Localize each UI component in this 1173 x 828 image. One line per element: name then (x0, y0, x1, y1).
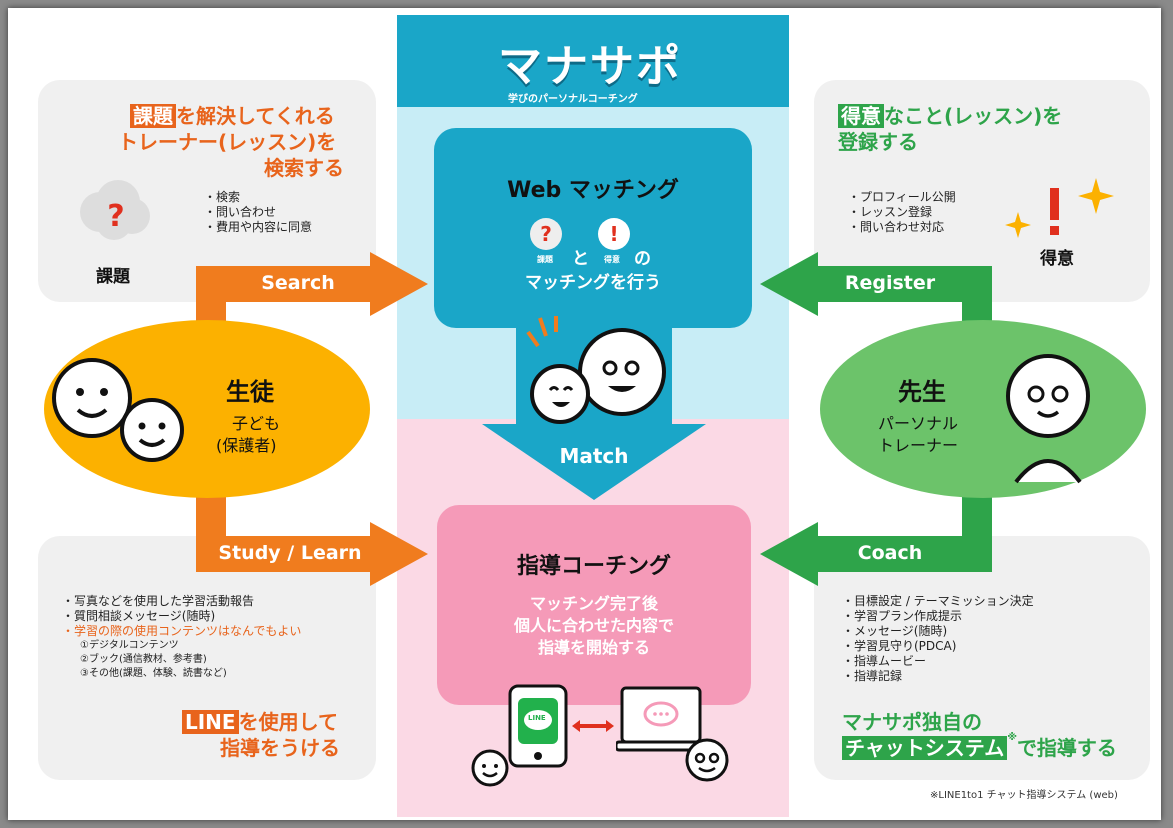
left-top-panel (38, 80, 376, 302)
question-cloud-icon: ? (80, 180, 150, 240)
coach-label: Coach (857, 542, 923, 564)
search-label: Search (261, 272, 335, 294)
list-subitem: ②ブック(通信教材、参考書) (80, 654, 207, 665)
chat-system-highlight: チャットシステム (842, 736, 1008, 760)
list-item: ・プロフィール公開 (848, 190, 956, 204)
badge-tokui-label: 得意 (604, 255, 620, 264)
search-arrow (196, 252, 428, 332)
list-item: ・学習の際の使用コンテンツはなんでもよい (62, 624, 302, 638)
list-item: ・検索 (204, 190, 241, 204)
logo-title: マナサポ (498, 41, 682, 92)
student-people-icon (52, 358, 184, 462)
right-bottom-footer-2: チャットシステム※で指導する (842, 732, 1117, 761)
student-line-2: (保護者) (216, 436, 277, 455)
list-item: ・写真などを使用した学習活動報告 (62, 594, 255, 608)
list-item: ・質問相談メッセージ(随時) (62, 609, 216, 623)
left-top-icon-label: 課題 (96, 267, 130, 287)
teacher-title: 先生 (898, 378, 946, 406)
list-item: ・費用や内容に同意 (204, 220, 313, 234)
web-matching-box (434, 128, 752, 328)
web-matching-title: Web マッチング (507, 178, 679, 203)
study-arrow (196, 490, 428, 586)
teacher-line-1: パーソナル (878, 414, 959, 433)
right-bottom-footer-1: マナサポ独自の (842, 710, 982, 734)
list-item: ・指導ムービー (842, 654, 927, 668)
left-top-heading-3: 検索する (264, 156, 344, 180)
list-subitem: ①デジタルコンテンツ (80, 640, 179, 651)
teacher-icon (1006, 354, 1090, 484)
logo-band (397, 15, 789, 107)
logo-subtitle: 学びのパーソナルコーチング (508, 94, 638, 105)
left-top-list: ・検索 ・問い合わせ ・費用や内容に同意 (204, 190, 312, 235)
student-line-1: 子ども (232, 414, 281, 433)
coaching-box (437, 505, 751, 705)
badge-kadai-label: 課題 (537, 255, 553, 264)
teacher-line-2: トレーナー (878, 436, 959, 455)
left-bottom-footer-rest: を使用して (238, 710, 338, 734)
coach-arrow (760, 490, 992, 586)
line-phone-icon (508, 684, 568, 768)
left-bottom-panel (38, 536, 376, 780)
footnote: ※LINE1to1 チャット指導システム (web) (930, 790, 1118, 801)
right-top-list: ・プロフィール公開 ・レッスン登録 ・問い合わせ対応 (848, 190, 956, 235)
line-highlight: LINE (182, 710, 239, 734)
left-top-heading-highlight: 課題 (130, 104, 176, 128)
double-arrow-icon (572, 720, 614, 732)
right-top-icon-label: 得意 (1040, 249, 1074, 269)
register-label: Register (844, 272, 936, 294)
right-top-heading-rest: なこと(レッスン)を (884, 104, 1063, 128)
teacher-ellipse (820, 320, 1146, 498)
list-item: ・学習プラン作成提示 (842, 609, 963, 623)
coaching-line-1: マッチング完了後 (529, 594, 658, 613)
left-bottom-list: ・写真などを使用した学習活動報告 ・質問相談メッセージ(随時) ・学習の際の使用… (62, 594, 301, 681)
match-label: Match (559, 444, 629, 468)
list-item: ・問い合わせ (204, 205, 277, 219)
list-item: ・問い合わせ対応 (848, 220, 945, 234)
right-top-heading-1: 得意なこと(レッスン)を (838, 100, 1062, 129)
left-top-heading-rest: を解決してくれる (176, 104, 335, 128)
center-top-no: の (634, 249, 651, 269)
left-top-heading-2: トレーナー(レッスン)を (118, 130, 337, 154)
svg-text:?: ? (107, 199, 124, 234)
line-app-label: LINE (528, 714, 546, 722)
right-bottom-footer-rest: で指導する (1016, 736, 1117, 760)
list-item: ・メッセージ(随時) (842, 624, 948, 638)
exclamation-cloud-icon: ! (598, 218, 630, 250)
list-item: ・学習見守り(PDCA) (842, 639, 957, 653)
coaching-title: 指導コーチング (516, 554, 671, 579)
list-subitem: ③その他(課題、体験、読書など) (80, 668, 227, 679)
footnote-mark: ※ (1007, 732, 1017, 743)
sparkle-exclamation-icon (1005, 178, 1114, 238)
left-top-heading-1: 課題を解決してくれる (130, 100, 335, 129)
register-arrow (760, 252, 992, 332)
small-teacher-icon (685, 738, 729, 782)
student-title: 生徒 (226, 378, 274, 406)
svg-text:?: ? (540, 222, 552, 246)
matched-people-icon (526, 316, 666, 424)
laptop-chat-icon (616, 686, 706, 752)
study-learn-label: Study / Learn (218, 542, 362, 564)
svg-text:!: ! (609, 222, 618, 246)
coaching-line-3: 指導を開始する (537, 638, 650, 657)
right-top-heading-2: 登録する (838, 130, 918, 154)
center-top-to: と (572, 249, 589, 269)
list-item: ・レッスン登録 (848, 205, 933, 219)
left-bottom-footer-2: 指導をうける (220, 736, 340, 760)
list-item: ・目標設定 / テーマミッション決定 (842, 594, 1034, 608)
right-top-heading-highlight: 得意 (838, 104, 884, 128)
right-bottom-list: ・目標設定 / テーマミッション決定 ・学習プラン作成提示 ・メッセージ(随時)… (842, 594, 1034, 684)
small-student-icon (471, 749, 509, 787)
coaching-line-2: 個人に合わせた内容で (513, 616, 674, 635)
list-item: ・指導記録 (842, 669, 903, 683)
center-top-line2: マッチングを行う (525, 273, 661, 293)
question-cloud-icon: ? (530, 218, 562, 250)
